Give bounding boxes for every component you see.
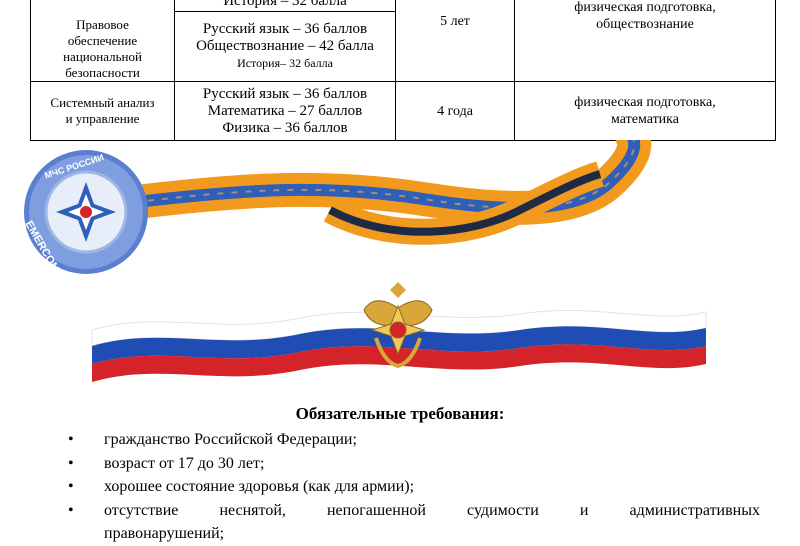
requirement-text-continued: правонарушений; [104, 525, 225, 542]
extra-exam-cell: физическая подготовка, математика [514, 81, 776, 141]
program-name-line: обеспечение [67, 33, 138, 48]
list-item: • гражданство Российской Федерации; [60, 428, 760, 452]
program-name-line: и управление [65, 111, 140, 126]
duration-text: 4 года [437, 103, 473, 119]
subjects-cell: Русский язык – 36 баллов Математика – 27… [174, 81, 396, 141]
subject-line: Математика – 27 баллов [207, 102, 363, 119]
extra-exam-line: обществознание [596, 17, 694, 32]
extra-exam-line: математика [611, 112, 679, 127]
requirement-word: неснятой, [219, 501, 286, 519]
program-name-line: безопасности [65, 65, 140, 80]
requirement-word: судимости [467, 501, 539, 519]
bullet-icon: • [68, 431, 74, 448]
requirement-word: административных [629, 501, 760, 519]
requirements-list: • гражданство Российской Федерации; • во… [60, 428, 760, 546]
bullet-icon: • [68, 501, 74, 519]
subject-line: Обществознание – 42 балла [196, 38, 374, 55]
emercom-emblem: МЧС РОССИИ EMERCOM [22, 150, 148, 275]
list-item: • хорошее состояние здоровья (как для ар… [60, 475, 760, 499]
decorative-artwork: МЧС РОССИИ EMERCOM [22, 140, 707, 382]
subjects-cell: История – 32 балла [174, 0, 396, 13]
duration-text: 5 лет [440, 14, 470, 29]
requirement-word: и [579, 501, 589, 519]
subject-line: История– 32 балла [237, 56, 333, 71]
program-name-line: Правовое [76, 17, 129, 32]
requirement-text: возраст от 17 до 30 лет; [104, 454, 265, 472]
bullet-icon: • [68, 478, 74, 495]
extra-exam-cell: физическая подготовка, обществознание [514, 0, 776, 82]
subject-line: Русский язык – 36 баллов [202, 21, 368, 38]
table-row: Системный анализ и управление Русский яз… [30, 81, 776, 141]
duration-cell: 4 года [395, 81, 515, 141]
program-name-line: Системный анализ [50, 95, 155, 110]
list-item: • возраст от 17 до 30 лет; [60, 452, 760, 476]
program-name-cell: Правовое обеспечение национальной безопа… [30, 0, 175, 82]
subject-line: Русский язык – 36 баллов [202, 85, 368, 102]
requirement-word: непогашенной [326, 501, 426, 519]
table-row: Правовое обеспечение национальной безопа… [30, 0, 776, 82]
list-item: • отсутствие неснятой, непогашенной суди… [60, 499, 760, 546]
table-row: Русский язык – 36 баллов Обществознание … [31, 11, 776, 82]
duration-cell: 5 лет [395, 0, 515, 82]
requirements-title: Обязательные требования: [295, 404, 505, 423]
subject-line: История – 32 балла [223, 0, 347, 9]
requirement-text: хорошее состояние здоровья (как для арми… [104, 478, 415, 495]
bullet-icon: • [68, 454, 74, 472]
extra-exam-line: физическая подготовка, [574, 95, 716, 110]
subject-line: Физика – 36 баллов [222, 119, 348, 136]
requirement-word: отсутствие [104, 501, 179, 519]
gold-eagle-emblem [363, 282, 433, 369]
requirement-text: отсутствие неснятой, непогашенной судимо… [104, 499, 760, 523]
ribbon-graphic [103, 140, 652, 245]
requirement-text: гражданство Российской Федерации; [104, 431, 357, 448]
extra-exam-line: физическая подготовка, [574, 0, 716, 15]
admission-table: Правовое обеспечение национальной безопа… [30, 0, 776, 141]
program-name-line: национальной [63, 49, 142, 64]
subjects-cell: Русский язык – 36 баллов Обществознание … [174, 11, 396, 82]
star-icon [56, 182, 116, 242]
program-name-cell: Системный анализ и управление [30, 81, 175, 141]
